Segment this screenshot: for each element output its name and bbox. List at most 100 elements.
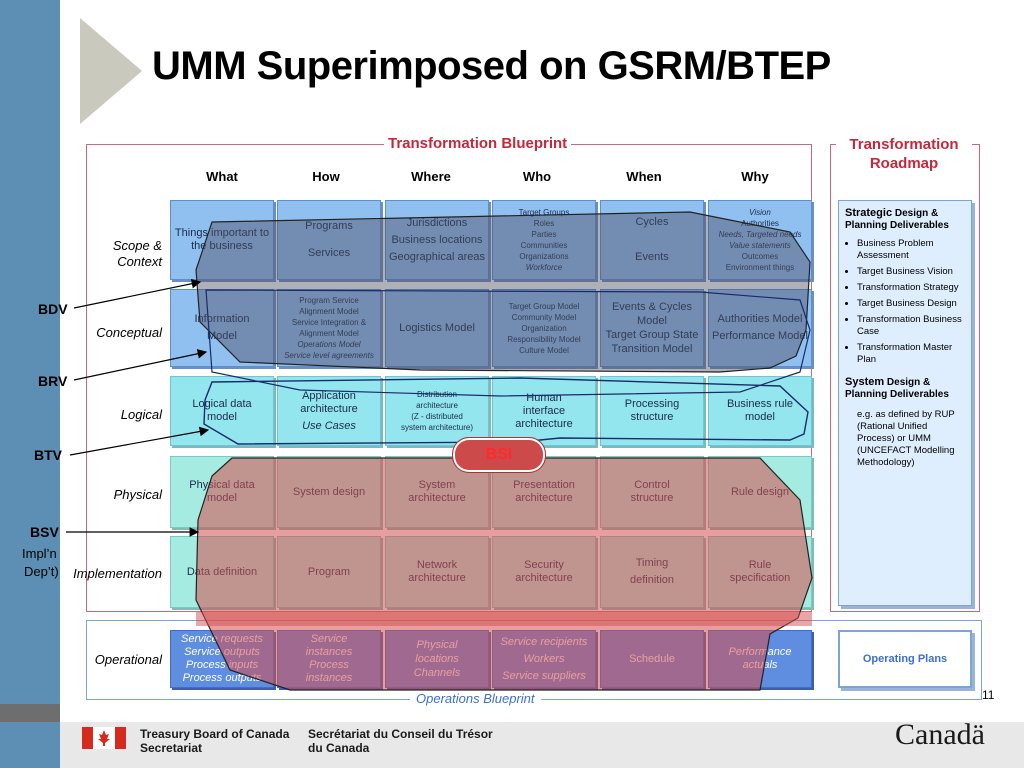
cell-text: Cycles [635,216,669,228]
row-label-scope: Scope & Context [72,238,162,270]
footer-bar [60,722,1024,768]
cell-scope-why[interactable]: Vision Authorities Needs, Targeted needs… [708,200,812,280]
footer-french: Secrétariat du Conseil du Trésor du Cana… [308,727,493,755]
page-title: UMM Superimposed on GSRM/BTEP [152,44,831,88]
cell-implementation-who[interactable]: Security architecture [492,536,596,608]
cell-text: Service suppliers [502,669,586,682]
row-label-physical: Physical [113,487,162,502]
cell-text: Needs, Targeted needs [718,230,802,239]
cell-implementation-why[interactable]: Rule specification [708,536,812,608]
cell-text: Process outputs [182,672,262,684]
footer-fr-line1: Secrétariat du Conseil du Trésor [308,727,493,741]
cell-text: Services [307,247,351,259]
canada-flag-icon [82,727,126,749]
cell-conceptual-who[interactable]: Target Group Model Community Model Organ… [492,289,596,367]
transformation-roadmap-title: Transformation Roadmap [836,135,972,173]
cell-text: Service recipients [500,635,588,648]
cell-text: Programs [305,220,353,232]
cell-text: Responsibility Model [507,334,581,344]
cell-logical-who[interactable]: Human interface architecture [492,376,596,446]
cell-text: definition [629,574,675,586]
cell-text: Logistics Model [399,321,475,334]
cell-text: specification [729,572,791,584]
cell-logical-where[interactable]: Distribution architecture (Z - distribut… [385,376,489,446]
operations-blueprint-title: Operations Blueprint [410,691,541,706]
left-accent-bar [0,0,60,768]
cell-text: structure [630,492,674,504]
cell-text: Performance Model [712,330,808,342]
cell-implementation-when[interactable]: Timing definition [600,536,704,608]
cell-operational-how[interactable]: Service instances Process instances [277,630,381,688]
cell-text: Environment things [725,263,795,272]
cell-text: Physical data [189,479,255,491]
footer-fr-line2: du Canada [308,741,370,755]
cell-conceptual-when[interactable]: Events & Cycles Model Target Group State… [600,289,704,367]
col-what: What [206,169,238,184]
cell-text: Program Service [299,296,359,305]
row-label-logical: Logical [120,407,162,422]
cell-text: Events [635,251,669,263]
canada-wordmark: Canadä [895,718,985,751]
cell-logical-what[interactable]: Logical data model [170,376,274,446]
cell-logical-how[interactable]: Application architecture Use Cases [277,376,381,446]
cell-operational-why[interactable]: Performance actuals [708,630,812,688]
cell-scope-where[interactable]: Jurisdictions Business locations Geograp… [385,200,489,280]
cell-text: Human [526,391,562,404]
cell-text: actuals [742,659,778,671]
list-item: Target Business Vision [857,266,965,278]
cell-scope-when[interactable]: Cycles Events [600,200,704,280]
cell-text: instances [305,672,353,684]
strategic-list: Business Problem Assessment Target Busin… [845,238,965,366]
label-brv: BRV [38,373,68,389]
cell-text: architecture [416,401,458,410]
cell-implementation-what[interactable]: Data definition [170,536,274,608]
cell-operational-when[interactable]: Schedule [600,630,704,688]
cell-text: the business [191,240,253,252]
cell-physical-why[interactable]: Rule design [708,456,812,528]
system-text: e.g. as defined by RUP (Rational Unified… [857,409,955,468]
cell-implementation-how[interactable]: Program [277,536,381,608]
cell-scope-what[interactable]: Things important to the business [170,200,274,280]
title-arrow-icon [80,18,142,124]
label-dept: Dep’t) [24,564,59,579]
cell-implementation-where[interactable]: Network architecture [385,536,489,608]
cell-conceptual-why[interactable]: Authorities Model Performance Model [708,289,812,367]
cell-text: architecture [515,417,573,430]
cell-text: Control [634,479,670,491]
cell-conceptual-how[interactable]: Program Service Alignment Model Service … [277,289,381,367]
footer-english: Treasury Board of Canada Secretariat [140,727,289,755]
cell-conceptual-what[interactable]: Information Model [170,289,274,367]
roadmap-title-line2: Roadmap [869,155,939,172]
cell-operational-where[interactable]: Physical locations Channels [385,630,489,688]
cell-text: Community Model [511,312,577,322]
cell-text: Channels [413,667,461,679]
roadmap-deliverables-box: Strategic Design & Planning Deliverables… [838,200,972,606]
operating-plans-box[interactable]: Operating Plans [838,630,972,688]
cell-text: Vision [749,208,771,217]
cell-text: Data definition [186,565,258,578]
cell-text: Process inputs [185,659,259,671]
left-accent-bar-dark [0,704,60,722]
cell-text: Logical data [192,398,252,410]
cell-scope-how[interactable]: Programs Services [277,200,381,280]
cell-logical-why[interactable]: Business rule model [708,376,812,446]
row-label-operational: Operational [94,652,162,667]
cell-text: Schedule [629,652,675,665]
system-heading: System Design & Planning Deliverables [845,376,965,401]
bsi-badge: BSI [452,437,546,473]
cell-operational-what[interactable]: Service requests Service outputs Process… [170,630,274,688]
cell-logical-when[interactable]: Processing structure [600,376,704,446]
cell-text: Geographical areas [388,250,485,263]
strategic-heading: Strategic Design & Planning Deliverables [845,207,965,232]
cell-conceptual-where[interactable]: Logistics Model [385,289,489,367]
cell-text: locations [415,653,459,665]
cell-text: Transition Model [611,343,693,355]
cell-physical-when[interactable]: Control structure [600,456,704,528]
page-number: 11 [982,688,995,702]
cell-text: Service [310,633,348,645]
cell-scope-who[interactable]: Target Groups Roles Parties Communities … [492,200,596,280]
cell-text: Organization [521,323,567,333]
cell-physical-how[interactable]: System design [277,456,381,528]
cell-physical-what[interactable]: Physical data model [170,456,274,528]
cell-operational-who[interactable]: Service recipients Workers Service suppl… [492,630,596,688]
